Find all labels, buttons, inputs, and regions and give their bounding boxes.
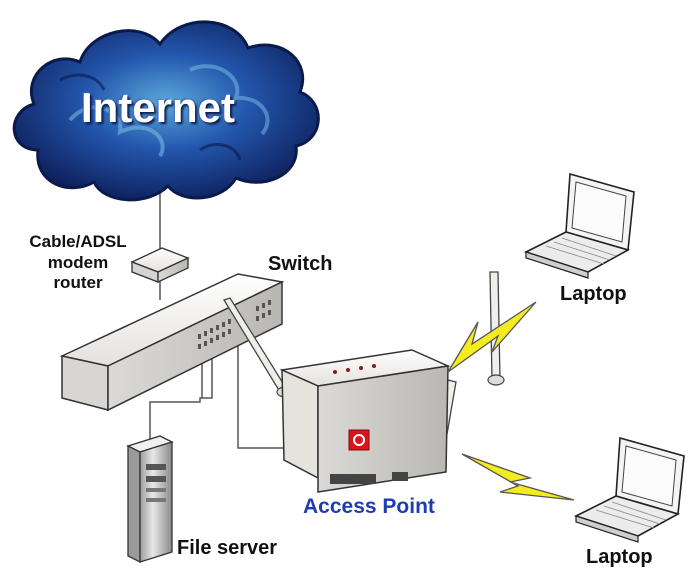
switch-label: Switch [268,253,332,275]
modem-router-label: Cable/ADSL modem router [22,232,134,294]
modem-label-line-1: Cable/ADSL [22,232,134,253]
modem-label-line-2: modem [22,253,134,274]
access-point-label: Access Point [303,495,435,518]
internet-label: Internet [48,84,268,132]
modem-label-line-3: router [22,273,134,294]
file-server-icon [128,436,172,562]
laptop-bottom-icon [576,438,684,542]
modem-router-icon [132,248,188,282]
wireless-signal-bottom-icon [462,454,574,500]
laptop-top-icon [526,174,634,278]
laptop-top-label: Laptop [560,283,627,305]
file-server-label: File server [177,537,277,559]
laptop-bottom-label: Laptop [586,546,653,568]
